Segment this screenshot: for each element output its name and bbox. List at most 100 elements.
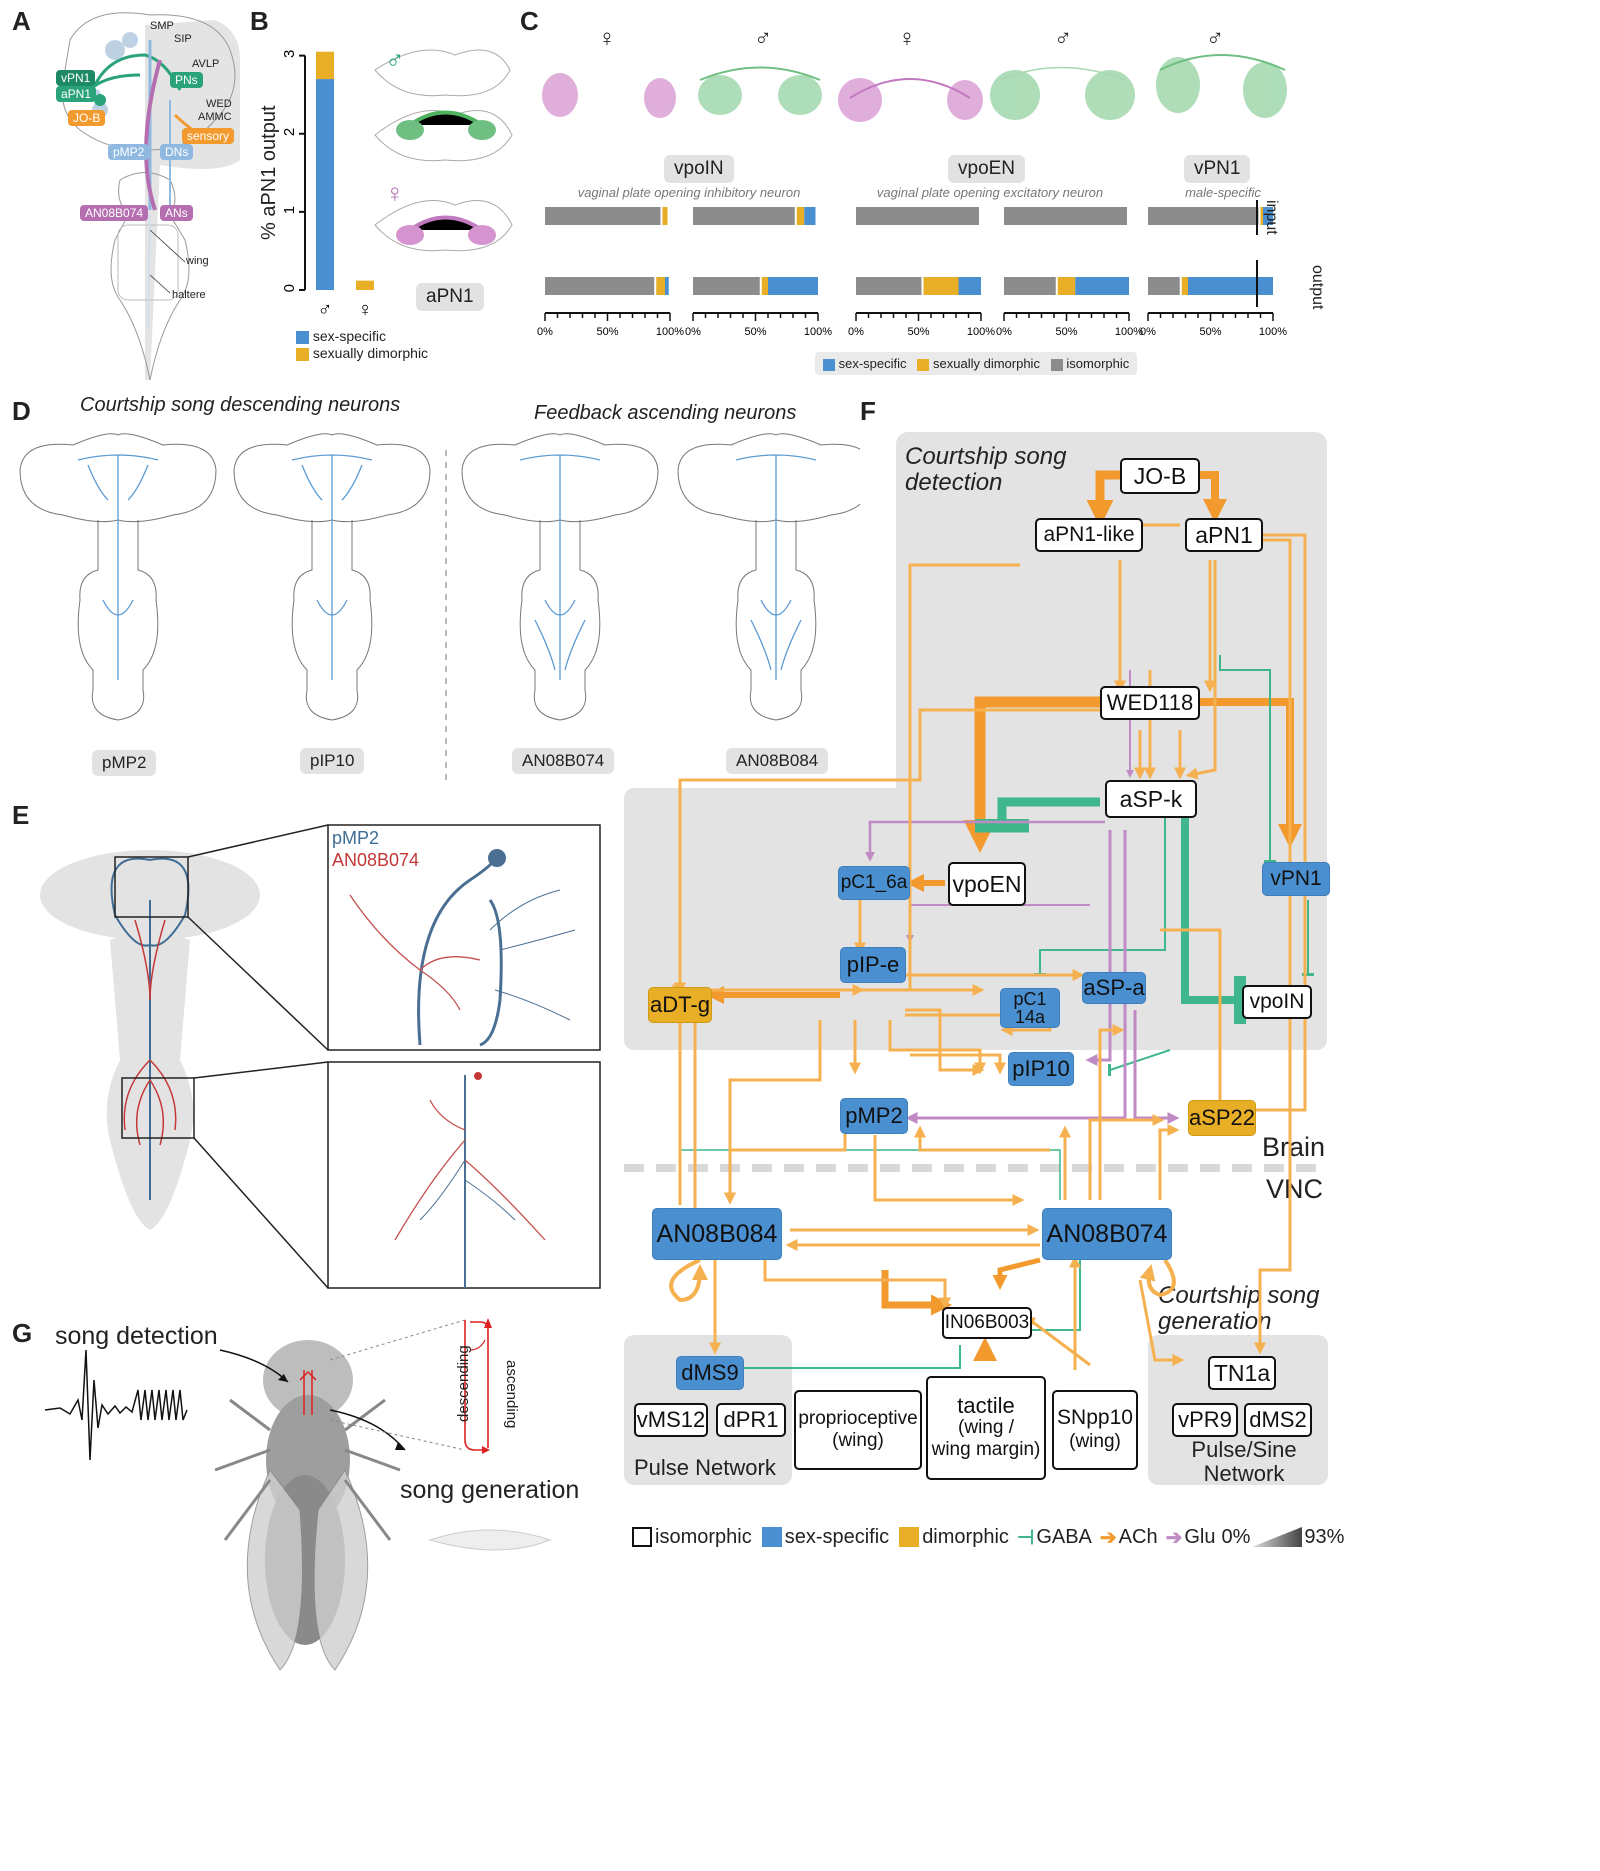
x-tick-label: 100% — [656, 326, 684, 338]
legend-swatch-dim — [899, 1527, 920, 1547]
tag-pmp2: pMP2 — [108, 144, 150, 160]
input-bar-isomorphic — [856, 207, 979, 225]
input-bar-sex — [804, 207, 816, 225]
x-tick-label: 100% — [804, 326, 832, 338]
output-bar-isomorphic — [693, 277, 760, 295]
node-vpoen: vpoEN — [948, 862, 1026, 906]
neuron-trace — [750, 619, 802, 671]
neuron-trace — [291, 454, 373, 680]
group-desc-vpoen: vaginal plate opening excitatory neuron — [876, 185, 1104, 200]
tag-pns: PNs — [170, 72, 203, 88]
group-desc-vpn1: male-specific — [1185, 185, 1261, 200]
label-song-generation: song generation — [400, 1476, 580, 1504]
node-asp22: aSP22 — [1188, 1100, 1256, 1136]
node-pip-e: pIP-e — [840, 947, 906, 983]
label-pulse-sine-network: Pulse/Sine Network — [1191, 1437, 1297, 1486]
group-title-vpoen: vpoEN — [948, 155, 1026, 183]
neuron-label-pmp2: pMP2 — [92, 750, 157, 776]
group-title-vpoin: vpoIN — [664, 155, 734, 183]
output-bar-sex — [958, 277, 981, 295]
brain-outline — [19, 433, 217, 523]
node-in06b003: IN06B003 — [942, 1307, 1032, 1339]
legend-label: isomorphic — [1066, 356, 1130, 371]
legend-sex: sex-specific — [784, 1525, 890, 1548]
output-bar-sex — [1188, 277, 1273, 295]
y-tick-label: 0 — [281, 284, 298, 292]
edge-glu-pmp2 — [905, 830, 1127, 1124]
output-bar-dimorphic — [761, 277, 768, 295]
node-an08b074: AN08B074 — [1042, 1208, 1172, 1260]
panel-d-morphologies — [19, 433, 875, 785]
brain-outline — [461, 433, 659, 523]
legend-gaba: GABA — [1036, 1525, 1092, 1548]
x-tick-label: 50% — [1055, 326, 1077, 338]
y-tick-label: 2 — [281, 128, 298, 136]
panel-c-chart: 0%50%100%0%50%100%0%50%100%0%50%100%0%50… — [537, 200, 1287, 338]
node-dpr1: dPR1 — [716, 1403, 786, 1437]
node-dms9: dMS9 — [676, 1356, 744, 1390]
legend-min: 0% — [1221, 1525, 1251, 1548]
sex-symbol: ♂ — [1206, 25, 1224, 52]
panel-letter-e: E — [12, 800, 30, 830]
title-ascending: Feedback ascending neurons — [534, 402, 797, 424]
region-wing: wing — [186, 255, 209, 267]
x-tick-label: 50% — [744, 326, 766, 338]
apn1-female-arbor — [396, 225, 424, 245]
node-an08b084: AN08B084 — [652, 1208, 782, 1260]
panel-letter-f: F — [860, 396, 876, 426]
label-pulse-network: Pulse Network — [634, 1455, 776, 1480]
legend-label: sex-specific — [838, 356, 907, 371]
node-tact-line3: wing margin) — [931, 1439, 1041, 1460]
node-snpp-line2: (wing) — [1069, 1431, 1121, 1452]
tag-vpn1: vPN1 — [56, 70, 96, 86]
x-tick-label: 0% — [996, 326, 1012, 338]
output-bar-isomorphic — [1004, 277, 1056, 295]
y-tick-label: 1 — [281, 206, 298, 214]
y-tick-label: 3 — [281, 50, 298, 58]
label-ascending: ascending — [503, 1360, 520, 1429]
input-bar-isomorphic — [545, 207, 661, 225]
row-label-input: input — [1263, 200, 1280, 235]
node-snpp-line1: SNpp10 — [1057, 1406, 1133, 1429]
brain-outline — [374, 200, 513, 252]
panel-a: SMP SIP AVLP WED AMMC vPN1 aPN1 JO-B PNs… — [0, 0, 250, 390]
label-brain: Brain — [1262, 1132, 1326, 1162]
panel-letter-b: B — [250, 6, 269, 36]
panel-e-anatomy — [40, 824, 601, 1289]
region-haltere: haltere — [172, 289, 206, 301]
node-tact-line1: tactile — [957, 1393, 1015, 1418]
neuron-label-pip10: pIP10 — [300, 748, 365, 774]
vnc-outline — [519, 520, 601, 721]
tag-an08b074: AN08B074 — [80, 205, 149, 221]
bar-dimorphic — [356, 280, 374, 290]
legend-e-an08b074: AN08B074 — [332, 850, 420, 870]
panel-f: Courtship song detection Courtship song … — [620, 430, 1600, 1871]
label-descending: descending — [455, 1345, 472, 1422]
output-bar-dimorphic — [1057, 277, 1076, 295]
panel-c-legend: sex-specific sexually dimorphic isomorph… — [815, 352, 1138, 375]
legend-iso: isomorphic — [655, 1525, 752, 1548]
x-tick-label: 0% — [537, 326, 553, 338]
female-symbol: ♀ — [385, 178, 405, 208]
node-pc1-6a: pC1_6a — [838, 866, 910, 900]
input-bar-dimorphic — [662, 207, 668, 225]
panel-letter-g: G — [12, 1318, 33, 1348]
x-tick-label: 100% — [1259, 326, 1287, 338]
apn1-male-arbor — [468, 120, 496, 140]
node-asp-a: aSP-a — [1082, 972, 1146, 1004]
edge-wed118-vpoen — [963, 696, 1100, 853]
legend-swatch — [1050, 358, 1063, 371]
brain-outline — [374, 49, 511, 97]
output-bar-dimorphic — [923, 277, 959, 295]
legend-label: sexually dimorphic — [312, 345, 429, 361]
node-tn1a: TN1a — [1208, 1356, 1276, 1390]
neuron-trace — [519, 454, 601, 680]
node-pmp2: pMP2 — [840, 1098, 908, 1134]
title-descending: Courtship song descending neurons — [80, 394, 401, 416]
panel-b-ylabel: % aPN1 output — [258, 105, 280, 240]
input-bar-sex — [1263, 207, 1273, 225]
tag-sensory: sensory — [182, 128, 235, 144]
input-bar-isomorphic — [1004, 207, 1127, 225]
